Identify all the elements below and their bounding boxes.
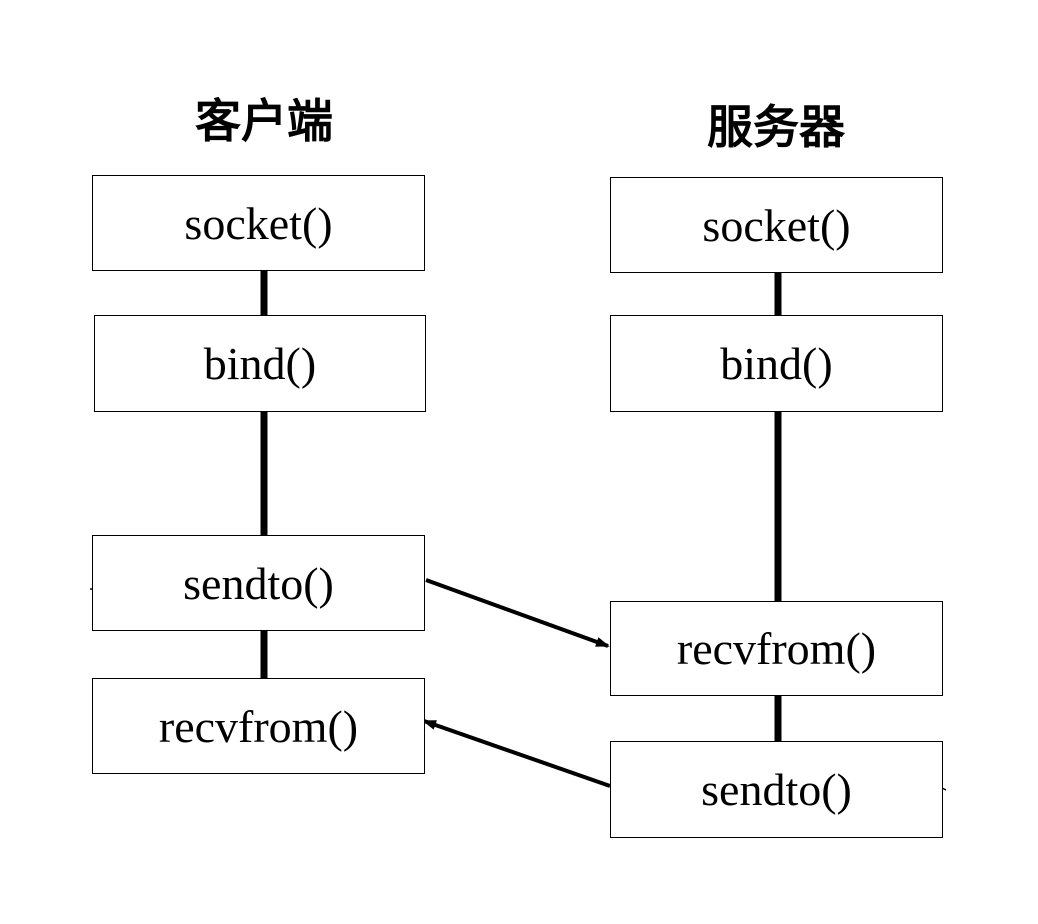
- server-recvfrom-box: recvfrom(): [610, 601, 943, 696]
- client-sendto-box: sendto(): [92, 535, 425, 631]
- arrow-client-sendto-to-server-recvfrom: [425, 578, 610, 648]
- server-socket-box: socket(): [610, 177, 943, 273]
- arrow-server-sendto-to-client-recvfrom: [422, 719, 611, 788]
- client-recvfrom-box: recvfrom(): [92, 678, 425, 774]
- client-title: 客户端: [195, 94, 333, 148]
- client-bind-box: bind(): [94, 315, 426, 412]
- server-sendto-box: sendto(): [610, 741, 943, 838]
- server-title: 服务器: [707, 100, 845, 154]
- server-bind-box: bind(): [610, 315, 943, 412]
- client-socket-box: socket(): [92, 175, 425, 271]
